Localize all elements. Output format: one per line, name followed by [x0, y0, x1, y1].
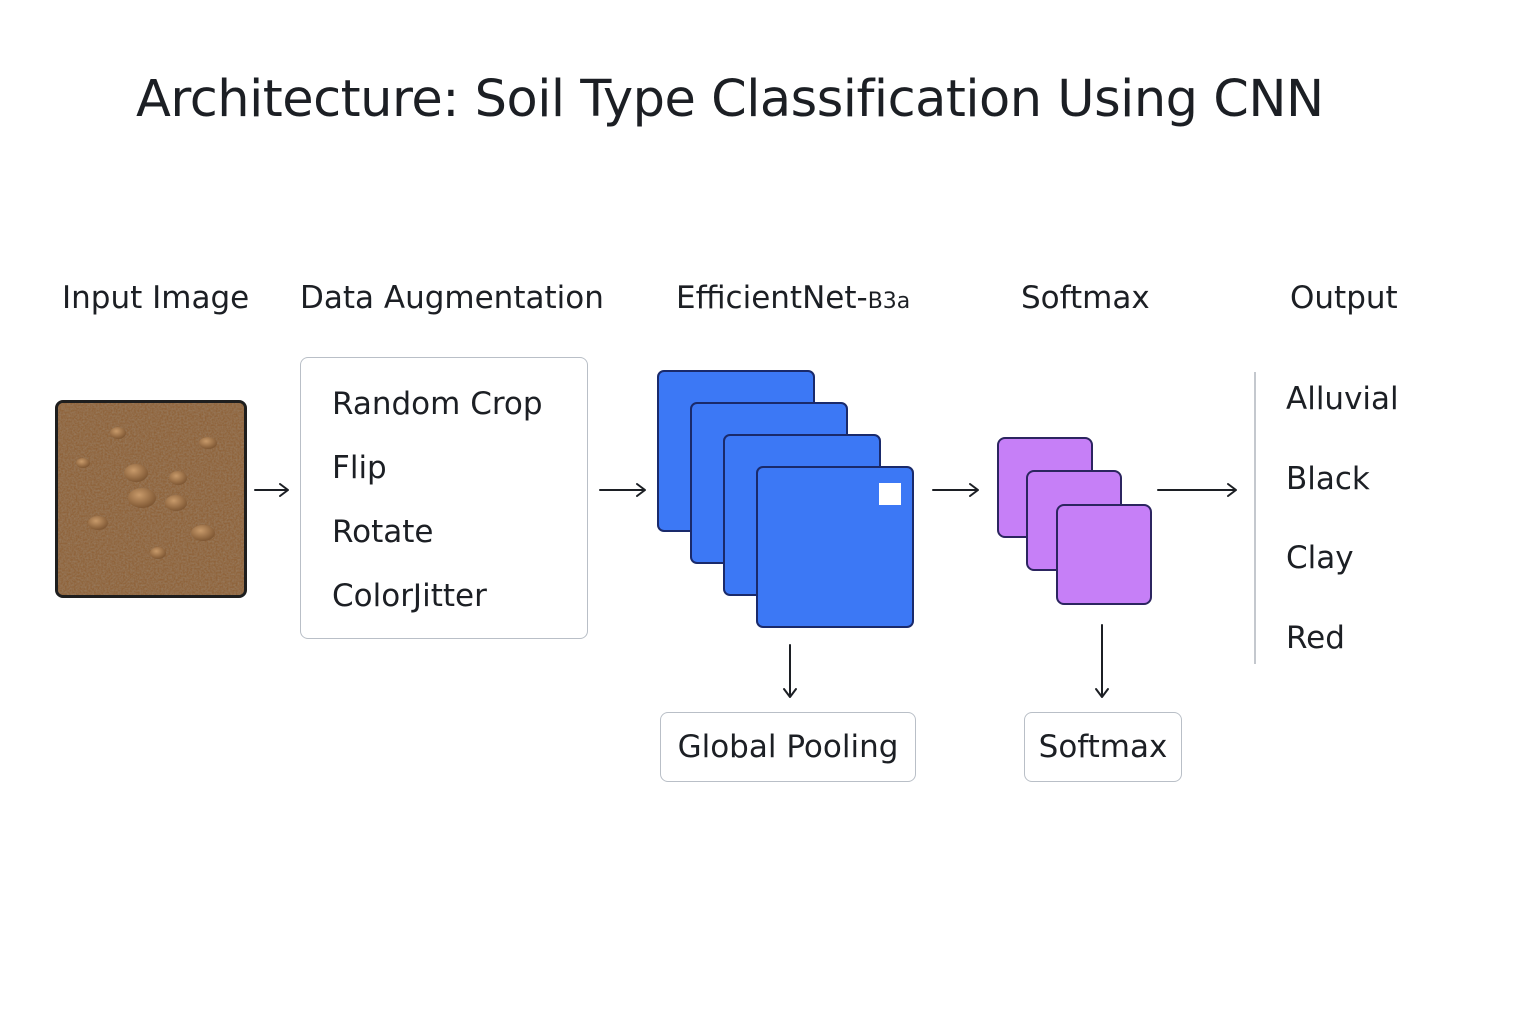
augmentation-color-jitter: ColorJitter	[332, 578, 487, 614]
augmentation-box: Random Crop Flip Rotate ColorJitter	[300, 357, 588, 639]
softmax-box: Softmax	[1024, 712, 1182, 782]
arrow-input-to-augmentation	[254, 483, 289, 497]
diagram-title: Architecture: Soil Type Classification U…	[136, 70, 1324, 129]
class-black: Black	[1286, 461, 1370, 497]
stage-backbone-label: EfficientNet-B3a	[676, 280, 910, 316]
backbone-variant: B3a	[867, 289, 911, 314]
augmentation-flip: Flip	[332, 450, 387, 486]
backbone-name: EfficientNet-	[676, 280, 868, 316]
arrow-softmax-to-output	[1157, 483, 1237, 497]
arrow-backbone-to-pooling	[783, 644, 797, 698]
stage-input-label: Input Image	[62, 280, 250, 316]
augmentation-rotate: Rotate	[332, 514, 434, 550]
kernel-square-icon	[879, 483, 901, 505]
output-divider	[1254, 372, 1256, 664]
class-alluvial: Alluvial	[1286, 381, 1399, 417]
arrow-augmentation-to-backbone	[599, 483, 646, 497]
arrow-softmax-to-softmax-box	[1095, 624, 1109, 698]
class-clay: Clay	[1286, 540, 1354, 576]
softmax-layer-3	[1056, 504, 1152, 605]
stage-augmentation-label: Data Augmentation	[300, 280, 604, 316]
augmentation-random-crop: Random Crop	[332, 386, 543, 422]
arrow-backbone-to-softmax	[932, 483, 979, 497]
soil-input-image	[55, 400, 247, 598]
stage-softmax-label: Softmax	[1021, 280, 1150, 316]
stage-output-label: Output	[1290, 280, 1398, 316]
class-red: Red	[1286, 620, 1345, 656]
global-pooling-box: Global Pooling	[660, 712, 916, 782]
backbone-layer-4	[756, 466, 914, 628]
